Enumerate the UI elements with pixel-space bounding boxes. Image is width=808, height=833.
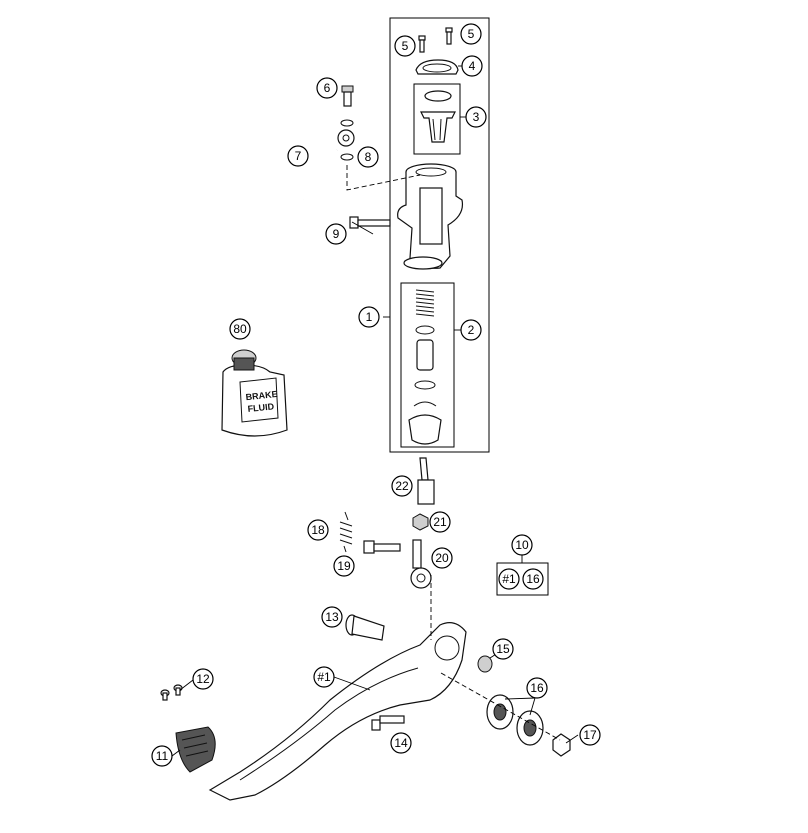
callout-1: 1 xyxy=(358,306,380,328)
callout-12: 12 xyxy=(192,668,214,690)
fluid-label-line1: BRAKE xyxy=(245,389,278,402)
callout-15: 15 xyxy=(492,638,514,660)
svg-text:80: 80 xyxy=(233,322,247,336)
bushing xyxy=(477,655,493,673)
callout-7: 7 xyxy=(287,145,309,167)
callout-80: 80 xyxy=(229,318,251,340)
callout-10-sub-1: #1 xyxy=(498,568,520,590)
reservoir-insert xyxy=(420,90,456,143)
master-cylinder-body xyxy=(397,163,464,270)
svg-text:18: 18 xyxy=(311,523,325,537)
svg-text:13: 13 xyxy=(325,610,339,624)
svg-text:16: 16 xyxy=(530,681,544,695)
sealing-washer xyxy=(340,153,354,161)
callout-13: 13 xyxy=(321,606,343,628)
svg-text:3: 3 xyxy=(473,110,480,124)
lock-nut xyxy=(412,513,429,531)
callout-10-sub-16: 16 xyxy=(522,568,544,590)
svg-text:19: 19 xyxy=(337,559,351,573)
pivot-bolt xyxy=(345,614,385,641)
callout-16: 16 xyxy=(526,677,548,699)
callout-20: 20 xyxy=(431,547,453,569)
callout-21: 21 xyxy=(429,511,451,533)
svg-text:10: 10 xyxy=(515,538,529,552)
svg-text:5: 5 xyxy=(402,39,409,53)
reservoir-screw-left xyxy=(418,35,426,53)
callout-19: 19 xyxy=(333,555,355,577)
svg-text:22: 22 xyxy=(395,479,409,493)
callout-10: 10 xyxy=(511,534,533,556)
svg-text:7: 7 xyxy=(295,149,302,163)
callout-5-right: 5 xyxy=(460,23,482,45)
svg-text:1: 1 xyxy=(366,310,373,324)
callout-17: 17 xyxy=(579,724,601,746)
banjo-bolt xyxy=(340,85,354,127)
svg-text:4: 4 xyxy=(469,59,476,73)
mounting-bolt xyxy=(349,216,391,229)
reservoir-kit-frame xyxy=(413,83,461,155)
svg-text:11: 11 xyxy=(156,749,169,763)
reservoir-screw-right xyxy=(445,27,453,45)
svg-text:6: 6 xyxy=(324,81,331,95)
callout-3: 3 xyxy=(465,106,487,128)
svg-text:#1: #1 xyxy=(502,572,516,586)
svg-text:5: 5 xyxy=(468,27,475,41)
callout-5-left: 5 xyxy=(394,35,416,57)
clevis xyxy=(410,539,432,589)
pedal-bearings xyxy=(486,694,544,746)
piston-kit-frame xyxy=(400,282,455,448)
clevis-pin xyxy=(363,540,401,554)
callout-8: 8 xyxy=(357,146,379,168)
return-spring xyxy=(339,511,353,553)
svg-text:15: 15 xyxy=(496,642,510,656)
assembly-dashed-lines xyxy=(346,165,561,741)
leader-lines xyxy=(171,65,579,757)
callout-9: 9 xyxy=(325,223,347,245)
piston-kit-parts xyxy=(408,289,442,445)
callout-14: 14 xyxy=(390,732,412,754)
callout-2: 2 xyxy=(460,319,482,341)
svg-text:20: 20 xyxy=(435,551,449,565)
callout-18: 18 xyxy=(307,519,329,541)
pedal-nut xyxy=(552,733,571,757)
brake-hose xyxy=(301,129,355,201)
callout-22: 22 xyxy=(391,475,413,497)
pedal-kit-frame xyxy=(496,562,549,596)
svg-text:21: 21 xyxy=(433,515,447,529)
master-cylinder-assembly-frame xyxy=(389,17,490,453)
callout-6: 6 xyxy=(316,77,338,99)
push-rod xyxy=(417,457,435,505)
callout-4: 4 xyxy=(461,55,483,77)
fluid-label-line2: FLUID xyxy=(247,401,275,414)
svg-text:8: 8 xyxy=(365,150,372,164)
brake-pedal-arm xyxy=(208,622,467,801)
svg-text:9: 9 xyxy=(333,227,340,241)
step-plate xyxy=(175,726,216,773)
svg-text:12: 12 xyxy=(196,672,210,686)
reservoir-cover xyxy=(415,59,459,75)
callout-pedal-1: #1 xyxy=(313,666,335,688)
svg-text:17: 17 xyxy=(583,728,597,742)
pedal-screw xyxy=(371,715,405,731)
callout-11: 11 xyxy=(151,745,173,767)
brake-fluid-can: BRAKE FLUID xyxy=(221,349,288,437)
step-plate-screws xyxy=(160,684,183,701)
svg-text:16: 16 xyxy=(526,572,540,586)
svg-text:2: 2 xyxy=(468,323,475,337)
svg-text:#1: #1 xyxy=(317,670,331,684)
svg-text:14: 14 xyxy=(394,736,408,750)
